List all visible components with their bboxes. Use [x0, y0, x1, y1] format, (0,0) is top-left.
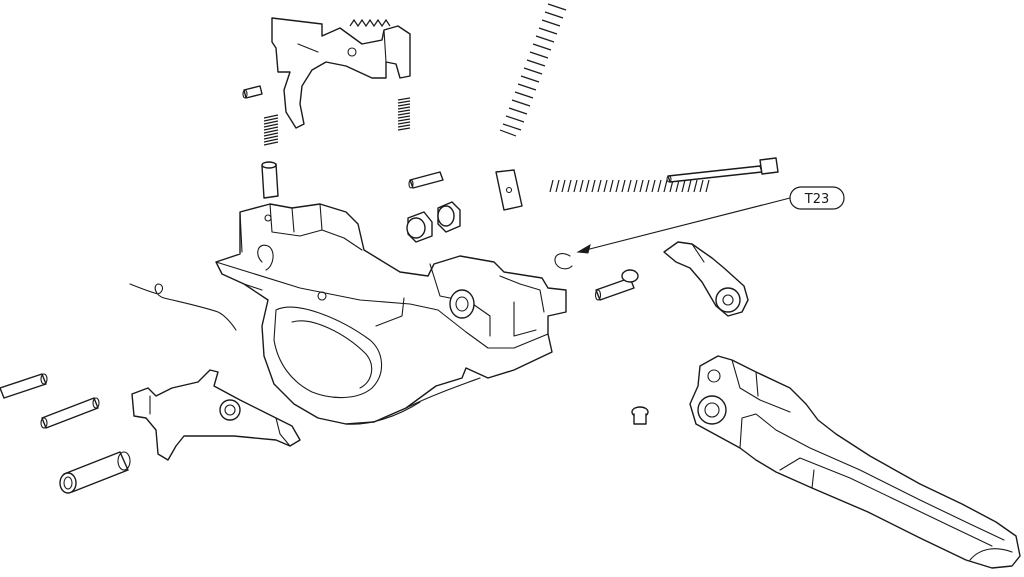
hammer: [271, 17, 411, 129]
roll-pin: [408, 171, 444, 189]
callout-label: T23: [804, 192, 829, 207]
square-block: [495, 169, 523, 211]
trigger-bar: [689, 355, 1021, 569]
small-rivet: [631, 406, 649, 425]
pin-left-1: [0, 373, 48, 399]
sear-spring: [349, 18, 391, 28]
hammer-strut-pin: [666, 157, 779, 183]
bushing-tube: [59, 451, 131, 494]
hammer-spring-long: [499, 3, 567, 137]
cam-lever: [663, 241, 749, 317]
wire-spring: [129, 283, 237, 331]
retaining-clip: [554, 253, 573, 270]
callout-t23: T23: [576, 186, 845, 254]
sear-spring-horizontal: [549, 179, 710, 193]
trigger-spring: [263, 114, 279, 146]
buttons-pair: [406, 201, 461, 243]
hammer-spring-short: [397, 97, 411, 131]
small-pin: [242, 85, 263, 99]
safety-lever-plate: [131, 369, 301, 461]
pin-left-2: [40, 397, 100, 429]
plunger: [261, 161, 279, 199]
trigger-guard-housing: [215, 203, 567, 425]
short-pin: [594, 269, 639, 301]
